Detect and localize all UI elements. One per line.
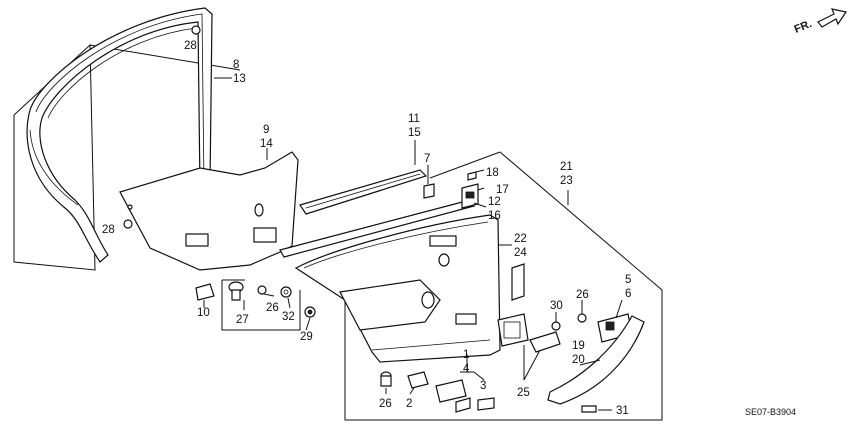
molding-clip <box>423 183 435 199</box>
callout-26-bottom: 26 <box>379 398 392 410</box>
callout-30: 30 <box>550 300 563 312</box>
callout-28-bottom: 28 <box>102 224 115 236</box>
bracket-30 <box>511 263 525 301</box>
callout-31: 31 <box>616 405 629 417</box>
callout-19: 19 <box>572 340 585 352</box>
callout-20: 20 <box>572 354 585 366</box>
door-lining-panel <box>294 214 501 363</box>
callout-9: 9 <box>263 124 269 136</box>
grommet-29 <box>304 306 316 318</box>
clip-2 <box>407 371 429 389</box>
washer-32 <box>280 286 292 298</box>
callout-1: 1 <box>463 349 469 361</box>
weatherstrip-clip-upper <box>191 25 201 35</box>
callout-27: 27 <box>236 314 249 326</box>
callout-16: 16 <box>488 210 501 222</box>
callout-13: 13 <box>233 73 246 85</box>
handle-assembly-1 <box>435 379 495 413</box>
callout-12: 12 <box>488 196 501 208</box>
callout-18: 18 <box>486 167 499 179</box>
bracket-17 <box>461 183 479 209</box>
callout-23: 23 <box>560 175 573 187</box>
callout-32: 32 <box>282 311 295 323</box>
inner-weatherstrip <box>279 199 475 258</box>
callout-25: 25 <box>517 387 530 399</box>
callout-11: 11 <box>408 113 420 125</box>
callout-22: 22 <box>514 233 527 245</box>
callout-7: 7 <box>424 153 430 165</box>
callout-26-left: 26 <box>266 302 279 314</box>
armrest-19-20 <box>547 315 645 405</box>
callout-21: 21 <box>560 161 573 173</box>
callout-3: 3 <box>480 380 486 392</box>
pad-10 <box>195 283 215 301</box>
front-direction-arrow-icon <box>817 8 847 28</box>
screw-26-right <box>577 313 587 323</box>
callout-6: 6 <box>625 288 631 300</box>
diagram-code: SE07-B3904 <box>745 407 796 417</box>
callout-29: 29 <box>300 331 313 343</box>
screw-18 <box>467 171 477 181</box>
door-hole-seal <box>119 151 299 271</box>
screw-26-left <box>257 285 267 295</box>
outer-weatherstrip-molding <box>299 169 428 215</box>
screw-31 <box>581 405 597 413</box>
screw-26-bottom <box>380 371 392 387</box>
pull-pocket-25 <box>497 313 561 353</box>
callout-10: 10 <box>197 307 210 319</box>
clip-27 <box>228 281 244 301</box>
leader-lines <box>203 77 623 411</box>
callout-8: 8 <box>233 59 239 71</box>
callout-28-top: 28 <box>184 40 197 52</box>
callout-5: 5 <box>625 274 631 286</box>
door-weatherstrip <box>26 7 213 263</box>
group-frame-panel-parts <box>221 279 301 331</box>
callout-2: 2 <box>406 398 412 410</box>
callout-26-right: 26 <box>576 289 589 301</box>
callout-4: 4 <box>463 363 470 375</box>
callout-24: 24 <box>514 247 527 259</box>
weatherstrip-clip-lower <box>123 219 133 229</box>
callout-17: 17 <box>496 184 509 196</box>
callout-14: 14 <box>260 138 273 150</box>
front-direction-label: FR. <box>793 18 814 36</box>
callout-15: 15 <box>408 127 421 139</box>
screw-30 <box>551 321 561 331</box>
